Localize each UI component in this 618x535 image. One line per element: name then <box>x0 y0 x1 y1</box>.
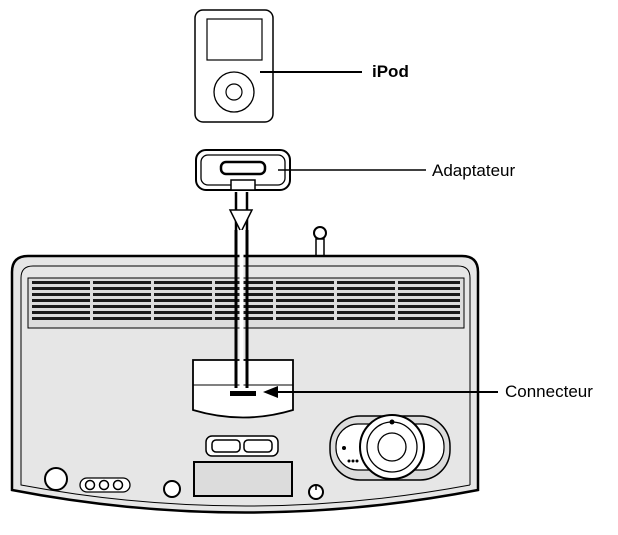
connector-label: Connecteur <box>505 382 593 401</box>
adapter-icon <box>195 149 291 191</box>
ipod-label: iPod <box>372 62 409 81</box>
left-controls <box>44 467 181 498</box>
speaker-unit-icon <box>10 254 480 514</box>
right-controls <box>308 414 451 500</box>
ipod-icon <box>194 9 274 123</box>
adapter-label: Adaptateur <box>432 161 516 180</box>
connector-leader-arrow <box>263 386 498 398</box>
cable-line <box>234 230 249 388</box>
dock-area <box>192 359 294 419</box>
front-buttons <box>205 435 279 457</box>
display-window <box>193 461 293 497</box>
dock-connector <box>230 391 256 396</box>
arrow-down-icon <box>228 192 254 234</box>
antenna-icon <box>313 226 327 258</box>
